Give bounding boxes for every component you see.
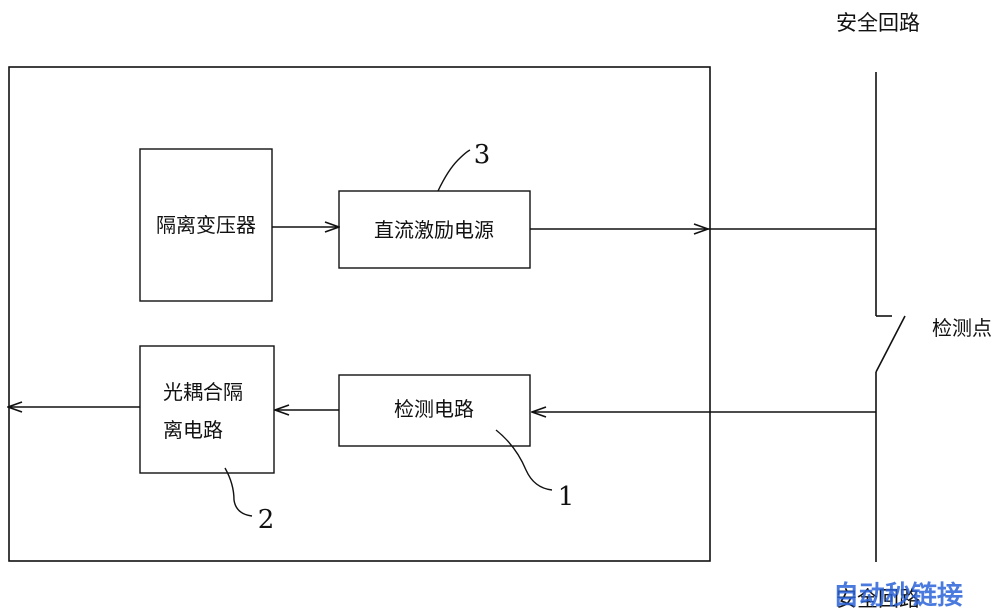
safety-loop-bottom-label: 安全回路	[836, 587, 920, 611]
callout-3-leader	[437, 149, 471, 192]
callout-1-number: 1	[558, 482, 575, 512]
detect-point-label: 检测点	[932, 316, 992, 340]
safety-loop-top-label: 安全回路	[836, 11, 920, 35]
dc-excitation-power-label: 直流激励电源	[374, 218, 494, 242]
switch-blade	[875, 315, 906, 373]
detection-circuit-label: 检测电路	[394, 397, 474, 421]
isolation-transformer-label: 隔离变压器	[156, 213, 256, 237]
optocoupler-label-line2: 离电路	[163, 418, 223, 442]
isolation-transformer-block	[139, 148, 273, 302]
watermark-logo: 自动秒链接	[833, 580, 963, 611]
callout-1-leader	[495, 429, 553, 491]
optocoupler-isolation-block	[139, 345, 275, 474]
outer-frame	[8, 66, 711, 562]
callout-2-number: 2	[258, 505, 275, 535]
callout-3-number: 3	[474, 140, 491, 170]
optocoupler-label-line1: 光耦合隔	[163, 380, 243, 404]
callout-2-leader	[224, 467, 253, 517]
